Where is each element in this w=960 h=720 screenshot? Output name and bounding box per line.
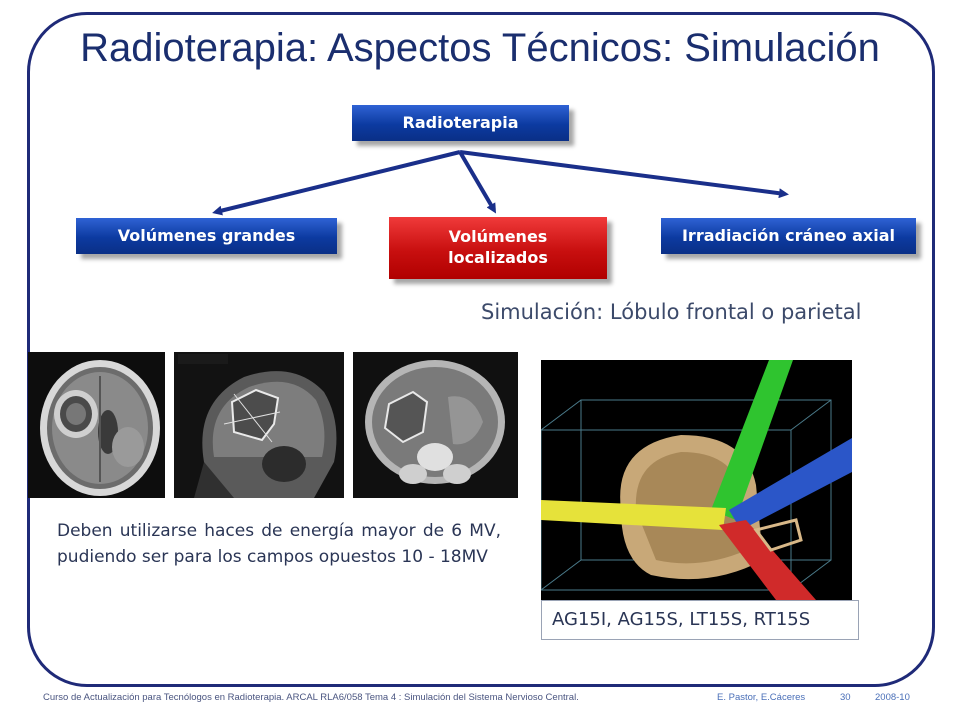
mri-sagittal-image	[174, 352, 344, 498]
arrow-to-volumenes-localizados	[458, 150, 497, 214]
diagram-child-volumenes-grandes: Volúmenes grandes	[76, 218, 337, 254]
footer-year: 2008-10	[875, 692, 910, 703]
diagram-child-volumenes-localizados: Volúmenes localizados	[389, 217, 607, 279]
footer-authors: E. Pastor, E.Cáceres	[717, 692, 806, 703]
beam-fields-caption: AG15I, AG15S, LT15S, RT15S	[541, 600, 859, 640]
slide-title: Radioterapia: Aspectos Técnicos: Simulac…	[80, 26, 880, 70]
mri-axial-image	[28, 352, 165, 498]
arrow-to-irradiacion-craneo	[459, 150, 789, 199]
diagram-child-irradiacion-craneo-axial: Irradiación cráneo axial	[661, 218, 916, 254]
footer-course: Curso de Actualización para Tecnólogos e…	[43, 692, 579, 703]
body-text: Deben utilizarse haces de energía mayor …	[57, 521, 501, 567]
simulation-caption: Simulación: Lóbulo frontal o parietal	[481, 300, 862, 324]
mri-coronal-image	[353, 352, 518, 498]
diagram-root-radioterapia: Radioterapia	[352, 105, 569, 141]
footer-page-number: 30	[840, 692, 851, 703]
slide-frame	[27, 12, 935, 687]
simulation-3d-render	[541, 360, 852, 600]
arrow-to-volumenes-grandes	[212, 150, 461, 216]
